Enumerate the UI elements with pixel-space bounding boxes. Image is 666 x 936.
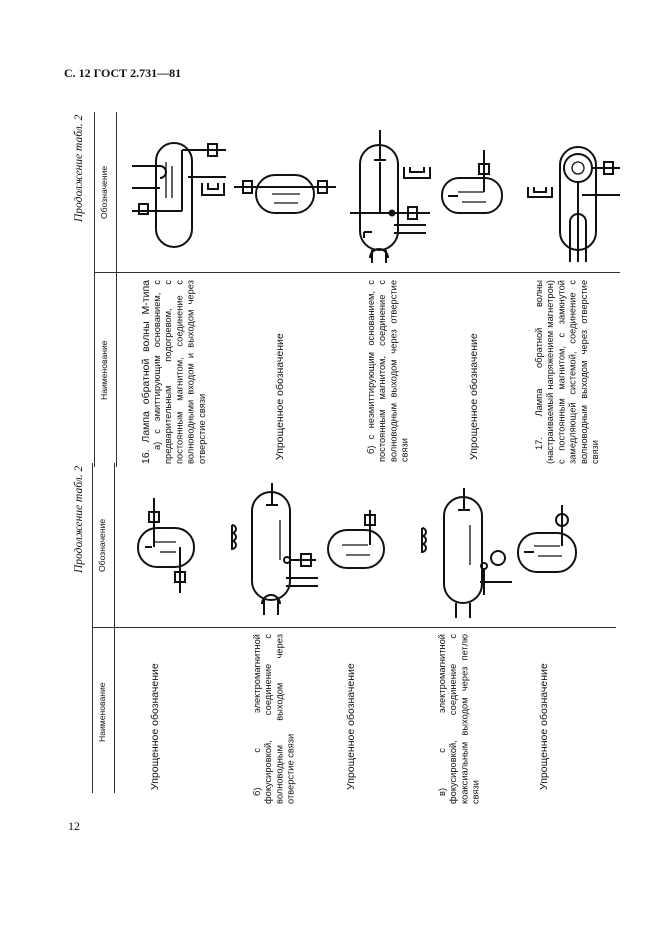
symbol-simplified-2 [327,510,385,569]
symbol-b-full [231,483,318,615]
symbol-v-full [421,488,512,618]
symbol-16a-simplified [234,174,336,214]
divider [94,112,95,467]
divider [92,463,93,793]
symbol-16b-simplified [441,150,503,214]
symbol-simplified-3 [517,505,577,573]
symbol-simplified-1 [137,498,195,593]
divider [92,627,616,628]
symbol-17-full [527,146,620,262]
page-header: С. 12 ГОСТ 2.731—81 [64,66,182,80]
divider [114,463,115,793]
divider [94,272,620,273]
divider [116,112,117,467]
symbol-16b-full [350,130,431,263]
page-number: 12 [68,819,80,833]
symbol-16a-full [132,142,226,248]
